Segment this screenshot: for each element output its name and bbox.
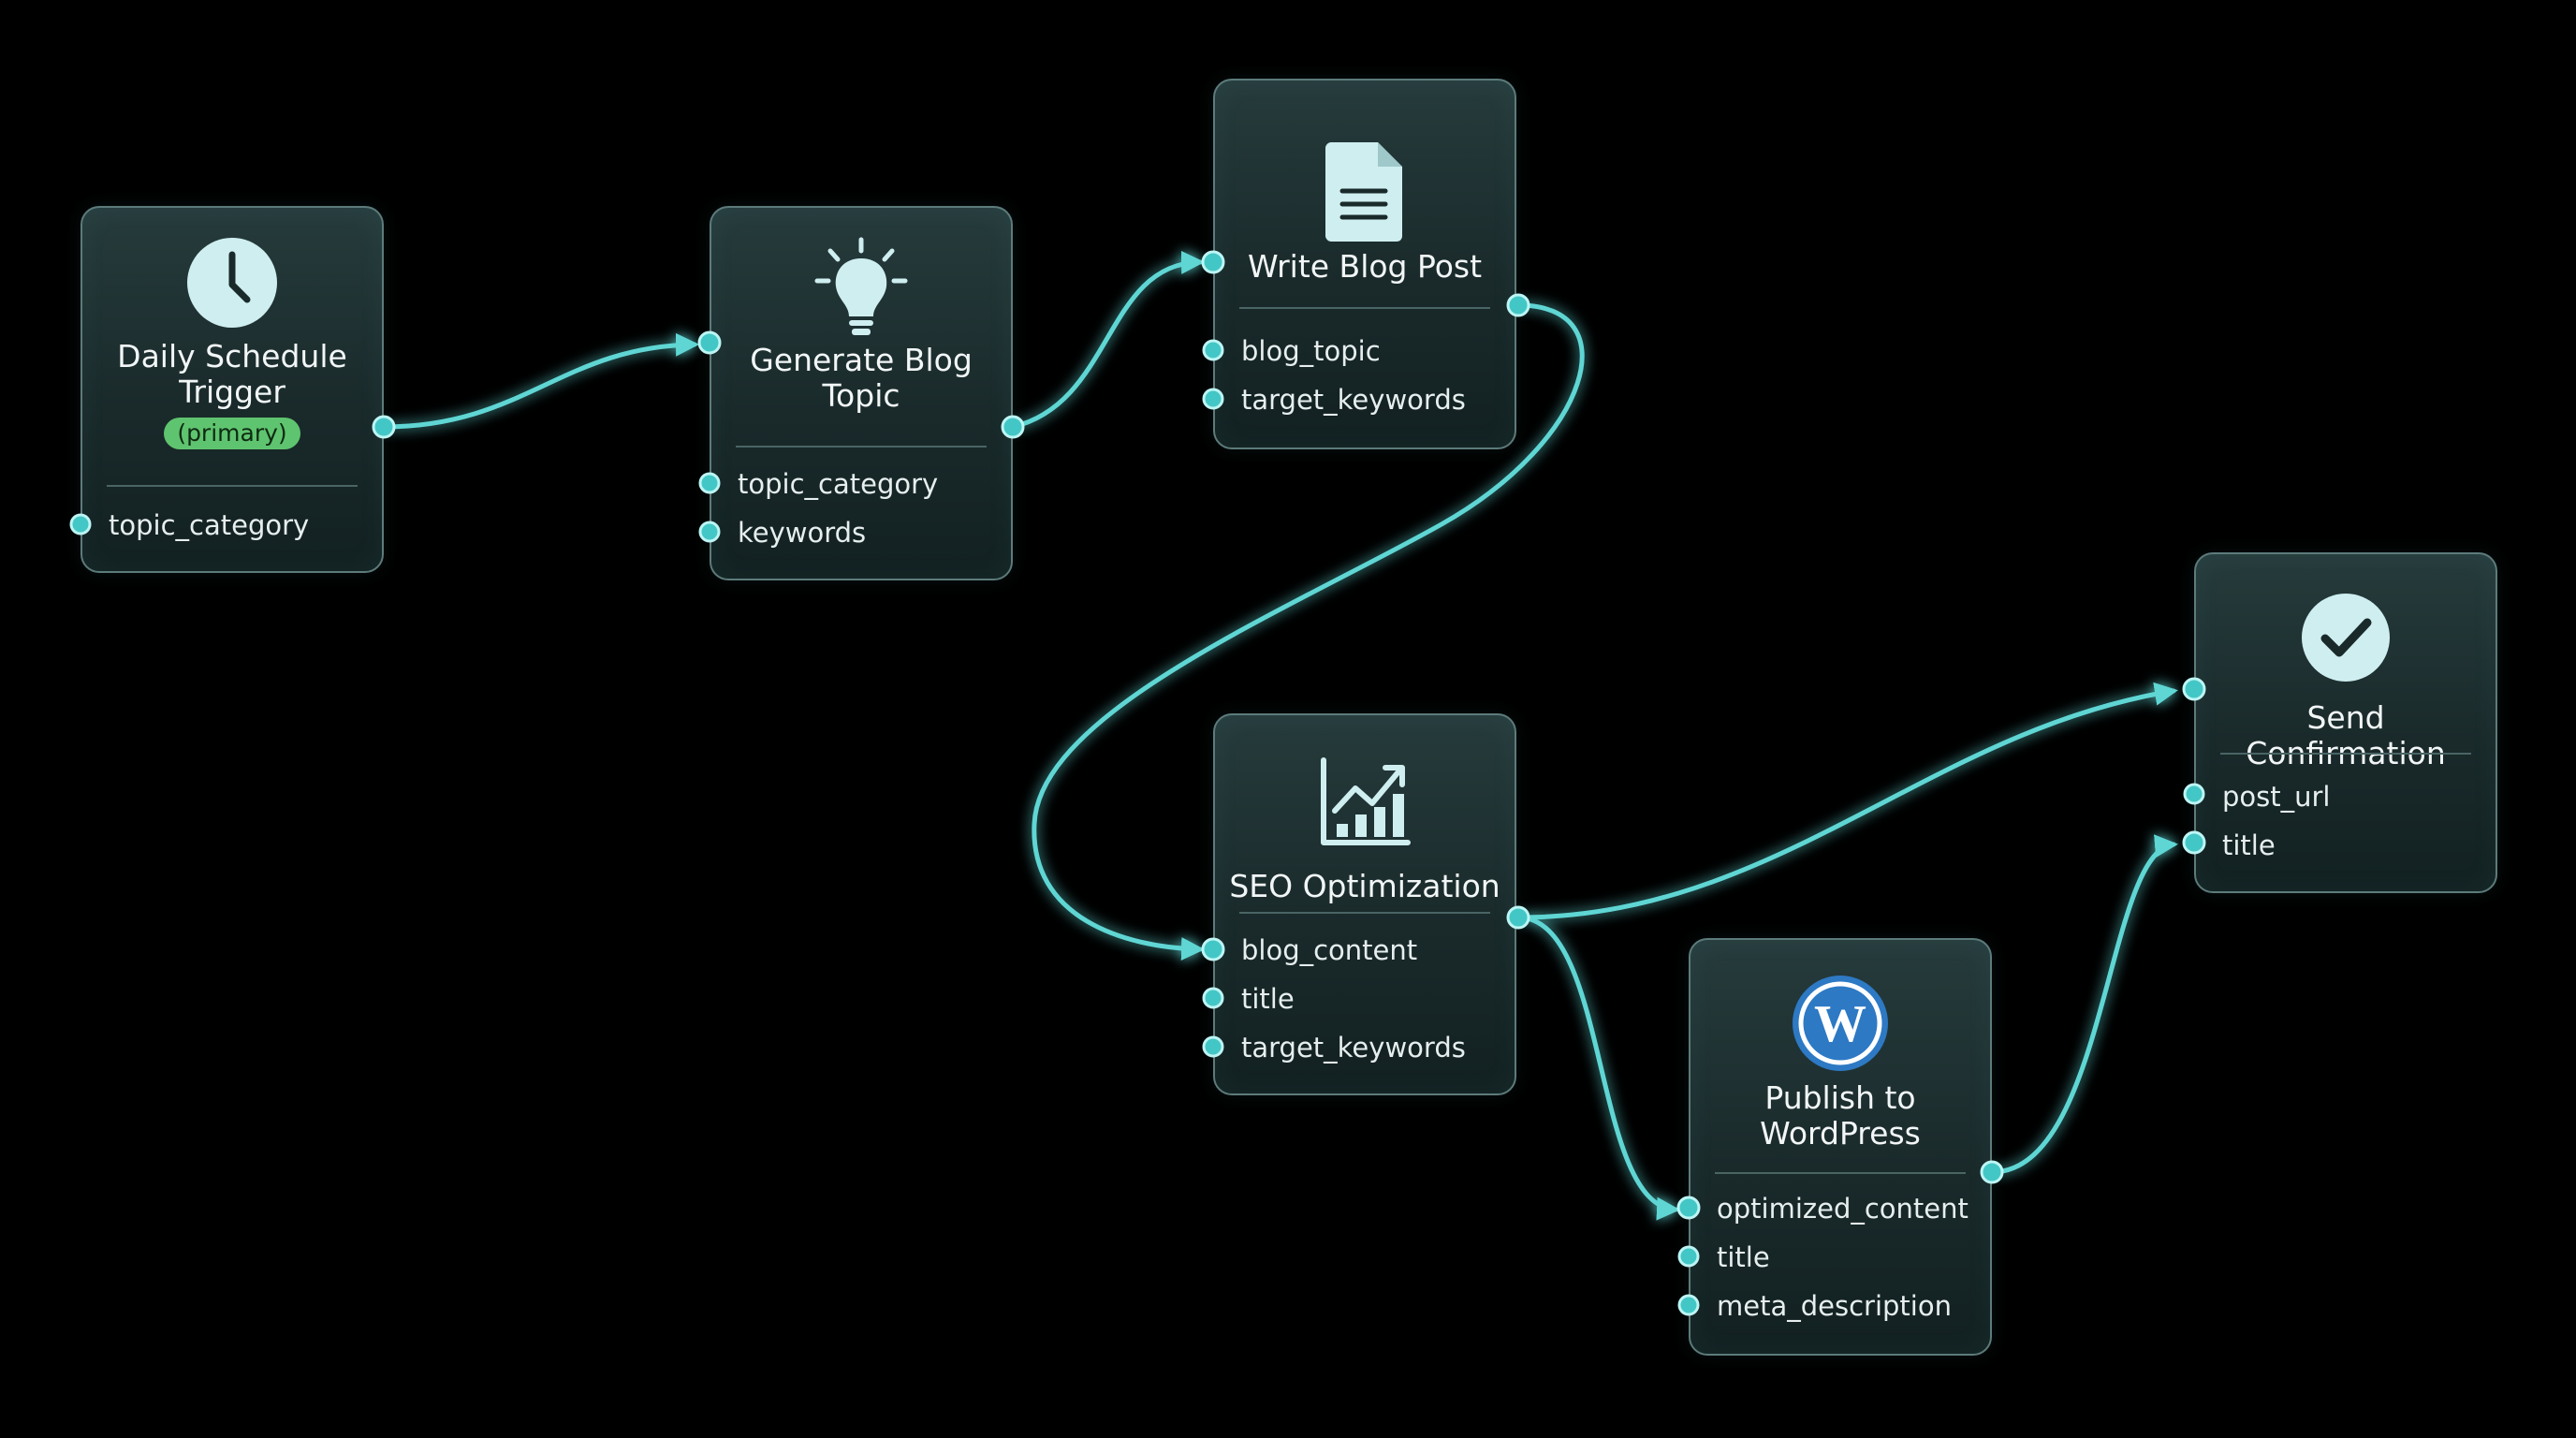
port-meta-description: meta_description <box>1717 1290 1952 1322</box>
status-badge: (primary) <box>164 418 300 449</box>
node-title: Send Confirmation <box>2246 699 2446 771</box>
node-title: SEO Optimization <box>1229 868 1500 904</box>
port-title: title <box>1717 1241 1770 1273</box>
node-seo-optimization[interactable]: SEO Optimization blog_content title targ… <box>1213 713 1516 1095</box>
node-publish-to-wordpress[interactable]: W Publish to WordPress optimized_content… <box>1689 938 1992 1356</box>
node-divider <box>107 485 358 487</box>
checkmark-icon <box>2302 594 2390 682</box>
clock-icon <box>187 238 277 328</box>
port-target-keywords: target_keywords <box>1241 384 1466 416</box>
port-title: title <box>1241 983 1295 1015</box>
node-title: Daily Schedule Trigger <box>117 338 347 410</box>
wire-write-to-seo <box>1032 302 1585 961</box>
node-send-confirmation[interactable]: Send Confirmation post_url title <box>2194 552 2497 893</box>
port-blog-content: blog_content <box>1241 934 1418 966</box>
wire-seo-to-publish <box>1515 915 1680 1221</box>
port-target-keywords: target_keywords <box>1241 1032 1466 1064</box>
port-post-url: post_url <box>2222 781 2331 813</box>
node-divider <box>736 446 987 448</box>
port-optimized-content: optimized_content <box>1717 1193 1969 1225</box>
node-divider <box>1715 1172 1966 1174</box>
wire-generate-to-write <box>1010 250 1205 430</box>
svg-text:W: W <box>1814 995 1866 1053</box>
node-generate-blog-topic[interactable]: Generate Blog Topic topic_category keywo… <box>710 206 1013 580</box>
port-keywords: keywords <box>738 517 867 549</box>
port-blog-topic: blog_topic <box>1241 335 1381 367</box>
node-title: Publish to WordPress <box>1760 1079 1921 1152</box>
port-title: title <box>2222 829 2276 861</box>
chart-growth-icon <box>1321 757 1411 845</box>
node-title: Write Blog Post <box>1247 248 1483 285</box>
node-divider <box>1239 912 1490 914</box>
node-divider <box>1239 307 1490 309</box>
document-icon <box>1325 142 1402 242</box>
node-daily-schedule-trigger[interactable]: Daily Schedule Trigger (primary) topic_c… <box>80 206 384 573</box>
wire-seo-to-confirm <box>1515 682 2178 920</box>
wire-trigger-to-generate <box>381 332 699 430</box>
wordpress-icon: W <box>1793 976 1888 1071</box>
lightbulb-icon <box>814 237 908 335</box>
node-title: Generate Blog Topic <box>750 342 973 414</box>
port-topic-category: topic_category <box>109 509 310 541</box>
port-topic-category: topic_category <box>738 468 939 500</box>
wire-publish-to-confirm <box>1989 834 2178 1175</box>
node-write-blog-post[interactable]: Write Blog Post blog_topic target_keywor… <box>1213 79 1516 449</box>
node-divider <box>2220 753 2471 755</box>
